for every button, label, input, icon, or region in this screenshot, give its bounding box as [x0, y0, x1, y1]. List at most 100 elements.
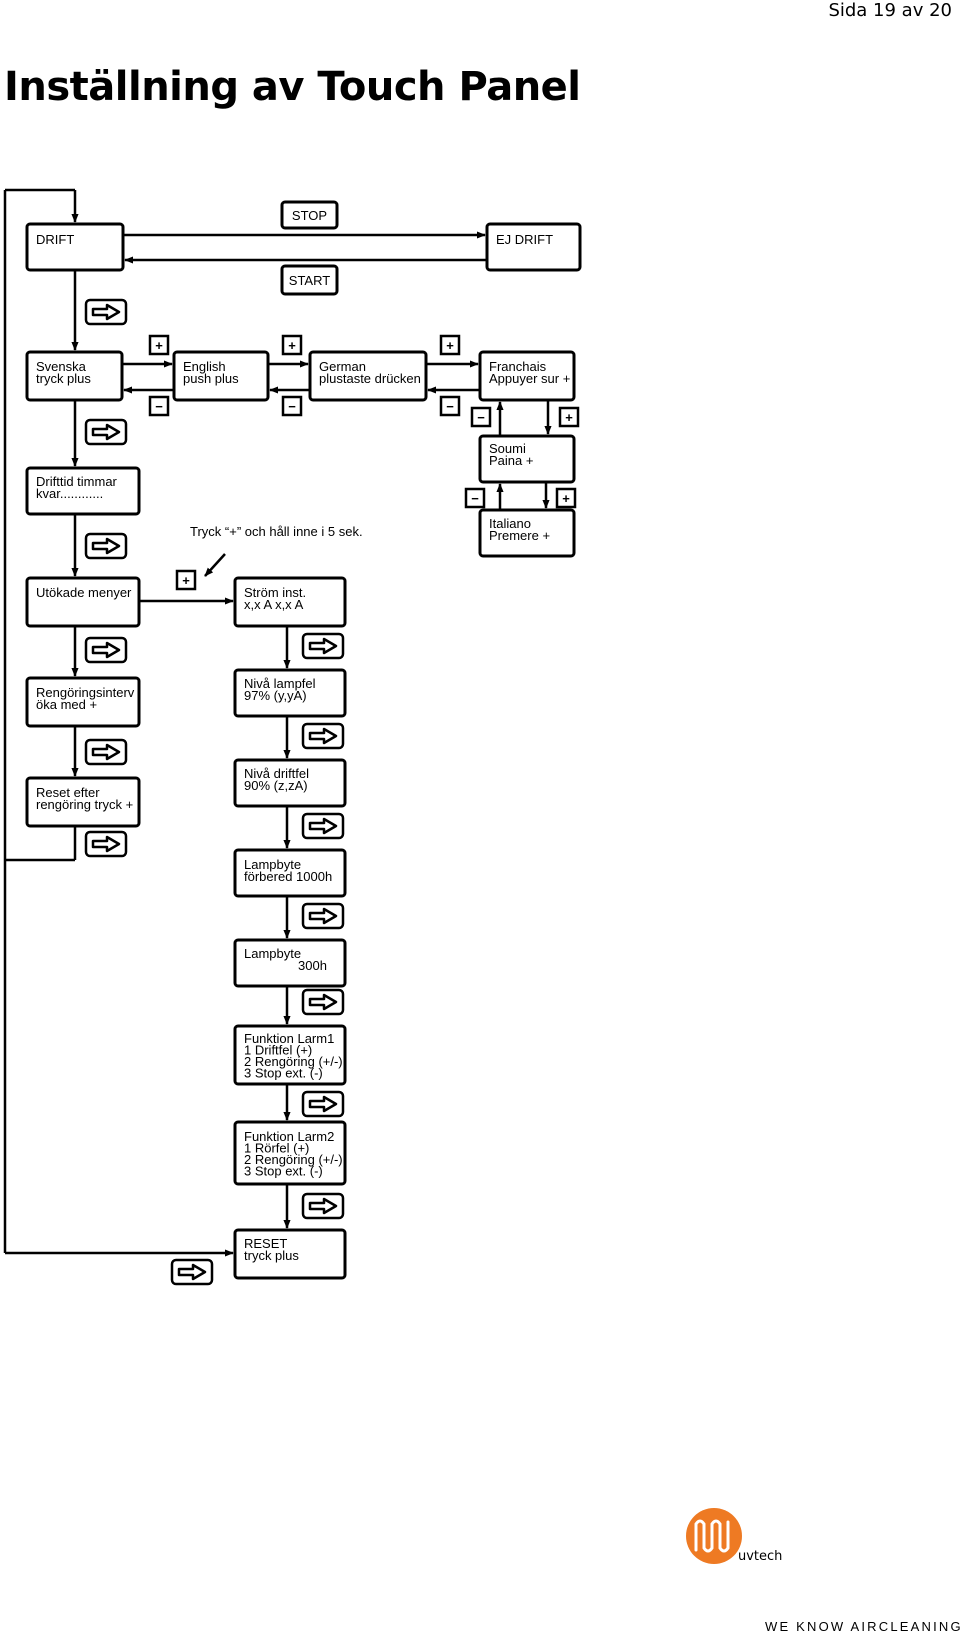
hold-plus-note: Tryck “+” och håll inne i 5 sek. [190, 524, 363, 539]
box-stop: STOP [280, 200, 339, 230]
box-english-line: push plus [183, 371, 239, 386]
box-ej-drift: EJ DRIFT [485, 222, 582, 272]
box-italiano-line: Premere + [489, 528, 550, 543]
box-funktion-larm1-line: 1 Driftfel (+) [244, 1043, 312, 1058]
svg-text:−: − [471, 491, 479, 506]
plus-button-icon: + [555, 487, 577, 509]
arrow-right-icon [301, 632, 345, 660]
box-funktion-larm2-line: Funktion Larm2 [244, 1129, 334, 1144]
plus-button-icon: + [439, 334, 461, 356]
svg-text:−: − [288, 399, 296, 414]
svg-text:+: + [155, 338, 163, 353]
box-english-line: English [183, 359, 226, 374]
box-franchais-line: Franchais [489, 359, 547, 374]
box-start: START [280, 264, 339, 296]
box-ej-drift-line: EJ DRIFT [496, 232, 553, 247]
minus-button-icon: − [439, 395, 461, 417]
page-number: Sida 19 av 20 [828, 0, 952, 21]
box-drifttid: Drifttid timmarkvar............ [25, 466, 141, 516]
box-franchais-line: Appuyer sur + [489, 371, 570, 386]
svg-text:+: + [288, 338, 296, 353]
arrow-right-icon [84, 738, 128, 766]
box-reset-efter-line: rengöring tryck + [36, 797, 133, 812]
arrow-right-icon [84, 418, 128, 446]
arrow-right-icon [301, 902, 345, 930]
box-utokade-line: Utökade menyer [36, 585, 132, 600]
box-lampbyte-line: Lampbyte [244, 946, 301, 961]
box-funktion-larm1-line: 3 Stop ext. (-) [244, 1066, 323, 1081]
box-strom-line: Ström inst. [244, 585, 306, 600]
plus-button-icon: + [148, 334, 170, 356]
arrow-right-icon [301, 988, 345, 1016]
minus-button-icon: − [281, 395, 303, 417]
arrow-right-icon [301, 722, 345, 750]
plus-button-icon: + [558, 406, 580, 428]
box-drift-line: DRIFT [36, 232, 74, 247]
svg-text:+: + [182, 573, 190, 588]
box-rengoringsinterv-line: öka med + [36, 697, 97, 712]
logo-name: uvtech [738, 1549, 782, 1564]
box-funktion-larm2-line: 2 Rengöring (+/-) [244, 1152, 343, 1167]
box-funktion-larm1-line: Funktion Larm1 [244, 1031, 334, 1046]
box-niva-driftfel-line: 90% (z,zA) [244, 778, 308, 793]
svg-text:+: + [562, 491, 570, 506]
box-lampbyte-line: 300h [298, 958, 327, 973]
minus-button-icon: − [470, 406, 492, 428]
box-german-line: plustaste drücken [319, 371, 421, 386]
box-funktion-larm1-line: 2 Rengöring (+/-) [244, 1054, 343, 1069]
box-lampbyte-forbered-line: Lampbyte [244, 857, 301, 872]
box-niva-driftfel-line: Nivå driftfel [244, 766, 309, 781]
box-niva-lampfel-line: 97% (y,yA) [244, 688, 307, 703]
arrow-right-icon [301, 1090, 345, 1118]
arrow-right-icon [170, 1258, 214, 1286]
box-funktion-larm2-line: 3 Stop ext. (-) [244, 1164, 323, 1179]
box-svenska-line: tryck plus [36, 371, 91, 386]
box-reset-efter-line: Reset efter [36, 785, 100, 800]
box-funktion-larm2-line: 1 Rörfel (+) [244, 1141, 309, 1156]
box-stop-line: STOP [292, 208, 327, 223]
arrow-right-icon [84, 830, 128, 858]
box-start-line: START [289, 273, 330, 288]
minus-button-icon: − [148, 395, 170, 417]
box-drifttid-line: kvar............ [36, 486, 103, 501]
box-soumi-line: Paina + [489, 453, 533, 468]
plus-button-icon: + [281, 334, 303, 356]
box-german-line: German [319, 359, 366, 374]
box-soumi-line: Soumi [489, 441, 526, 456]
page-title: Inställning av Touch Panel [4, 64, 581, 110]
box-rengoringsinterv-line: Rengöringsinterv [36, 685, 135, 700]
box-reset-line: RESET [244, 1236, 287, 1251]
svg-text:+: + [446, 338, 454, 353]
arrow-right-icon [84, 636, 128, 664]
minus-button-icon: − [464, 487, 486, 509]
box-utokade: Utökade menyer [25, 576, 141, 628]
box-strom-line: x,x A x,x A [244, 597, 304, 612]
box-drifttid-line: Drifttid timmar [36, 474, 118, 489]
arrow-right-icon [301, 812, 345, 840]
box-strom: Ström inst.x,x A x,x A [233, 576, 347, 628]
arrow-right-icon [84, 298, 128, 326]
box-drift: DRIFT [25, 222, 125, 272]
svg-text:+: + [565, 410, 573, 425]
arrow-right-icon [301, 1192, 345, 1220]
box-svenska-line: Svenska [36, 359, 87, 374]
svg-text:−: − [155, 399, 163, 414]
box-reset-line: tryck plus [244, 1248, 299, 1263]
arrow-right-icon [84, 532, 128, 560]
box-niva-lampfel-line: Nivå lampfel [244, 676, 316, 691]
